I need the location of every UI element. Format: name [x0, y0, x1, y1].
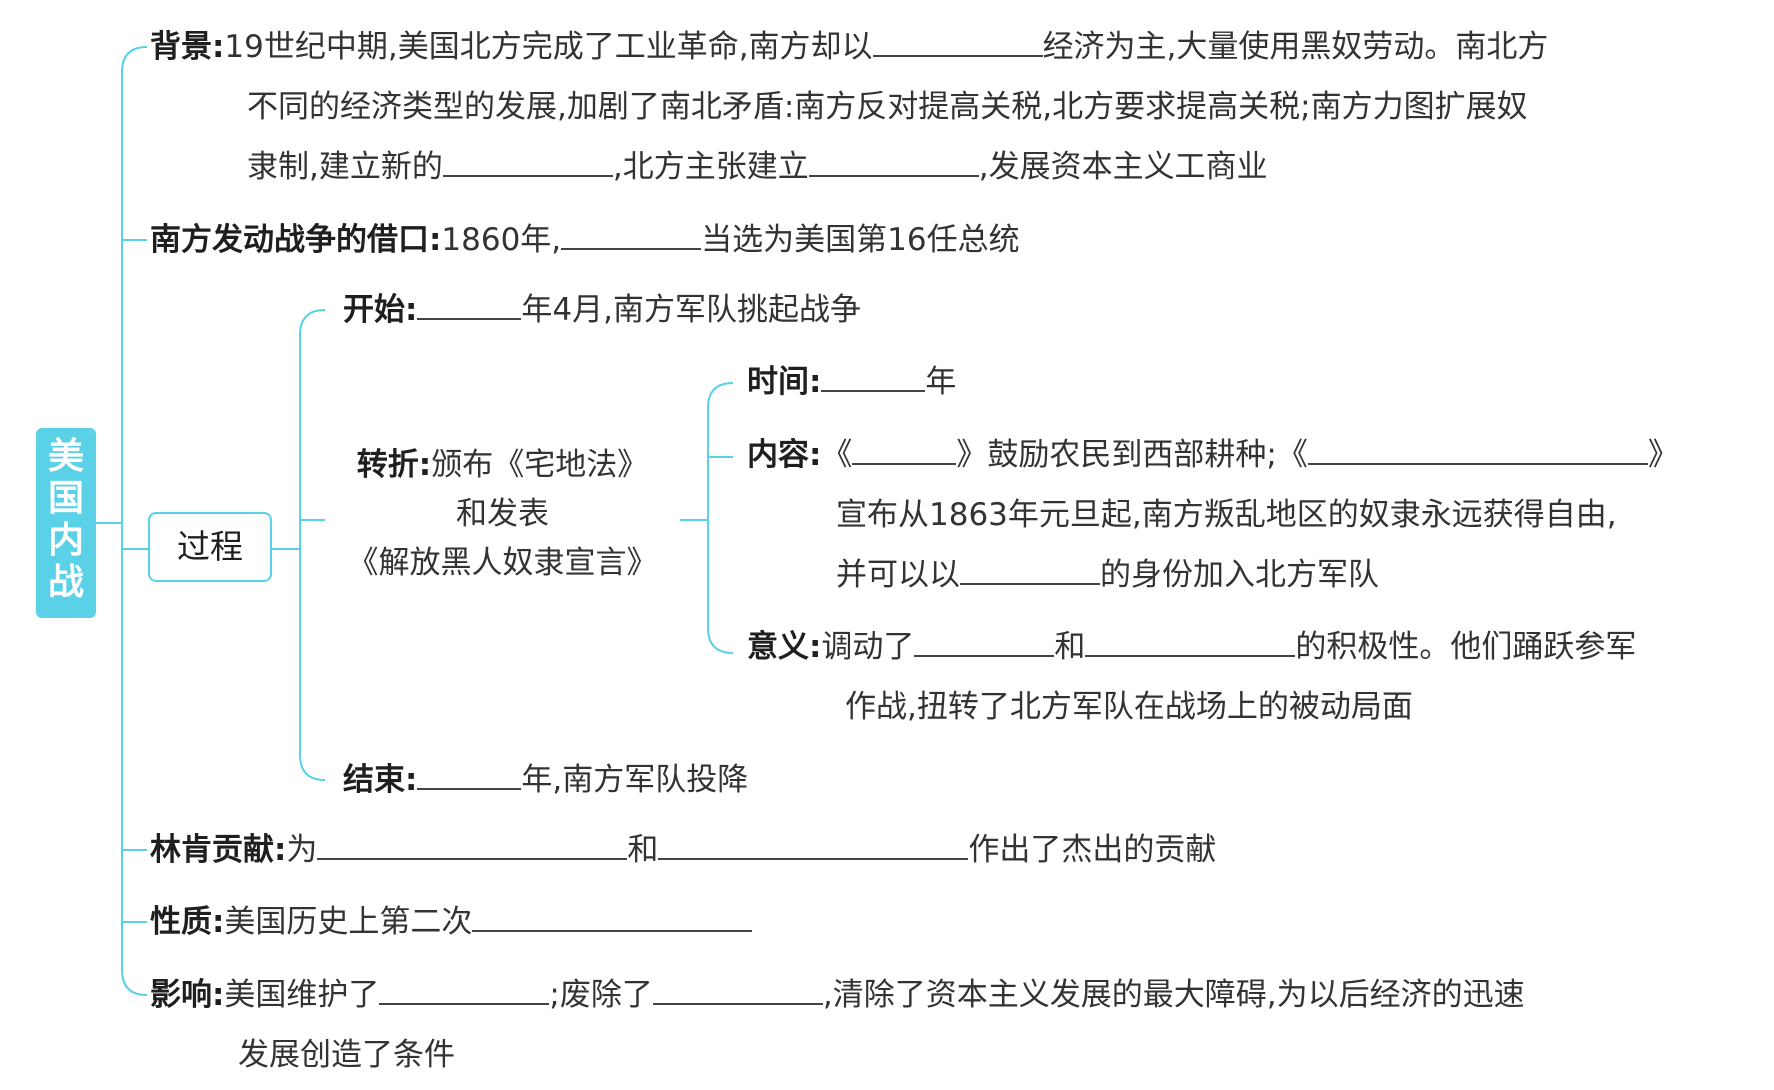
root-node: 美 国 内 战	[36, 428, 96, 618]
blank-proclamation-name	[1307, 437, 1648, 465]
process-node: 过程	[148, 512, 272, 582]
blank-economy	[872, 29, 1043, 57]
nature-line: 性质:美国历史上第二次	[150, 904, 753, 940]
turn-line-1: 转折:颁布《宅地法》	[356, 447, 649, 483]
background-line-3: 隶制,建立新的,北方主张建立,发展资本主义工商业	[247, 149, 1268, 185]
end-label: 结束:	[343, 762, 418, 798]
lincoln-label: 林肯贡献:	[150, 832, 287, 868]
end-line: 结束:年,南方军队投降	[343, 762, 749, 798]
turn-line-3: 《解放黑人奴隶宣言》	[347, 545, 658, 581]
impact-label: 影响:	[150, 977, 225, 1013]
blank-contribution-2	[658, 832, 969, 860]
lincoln-line: 林肯贡献:为和作出了杰出的贡献	[150, 832, 1217, 868]
blank-north-states	[808, 149, 979, 177]
start-label: 开始:	[343, 292, 418, 328]
blank-end-year	[417, 762, 522, 790]
blank-group-1	[914, 629, 1055, 657]
root-title: 美 国 内 战	[47, 436, 84, 603]
impact-line-1: 影响:美国维护了;废除了,清除了资本主义发展的最大障碍,为以后经济的迅速	[150, 977, 1525, 1013]
blank-president	[561, 222, 702, 250]
meaning-line-2: 作战,扭转了北方军队在战场上的被动局面	[845, 689, 1413, 725]
nature-label: 性质:	[150, 904, 225, 940]
background-label: 背景:	[150, 29, 225, 65]
background-line-1: 背景:19世纪中期,美国北方完成了工业革命,南方却以经济为主,大量使用黑奴劳动。…	[150, 29, 1549, 65]
blank-group-2	[1085, 629, 1296, 657]
content-line-3: 并可以以的身份加入北方军队	[836, 557, 1379, 593]
turn-line-2: 和发表	[456, 496, 549, 532]
content-line-2: 宣布从1863年元旦起,南方叛乱地区的奴隶永远获得自由,	[836, 497, 1617, 533]
background-line-2: 不同的经济类型的发展,加剧了南北矛盾:南方反对提高关税,北方要求提高关税;南方力…	[247, 89, 1528, 125]
turn-label: 转折:	[356, 447, 432, 483]
content-label: 内容:	[747, 437, 822, 473]
blank-new-states	[442, 149, 613, 177]
meaning-label: 意义:	[747, 629, 822, 665]
blank-identity	[960, 557, 1100, 585]
blank-start-year	[417, 292, 522, 320]
content-line-1: 内容:《》鼓励农民到西部耕种;《》	[747, 437, 1679, 473]
meaning-line-1: 意义:调动了和的积极性。他们踊跃参军	[747, 629, 1637, 665]
pretext-label: 南方发动战争的借口:	[150, 222, 442, 258]
start-line: 开始:年4月,南方军队挑起战争	[343, 292, 861, 328]
blank-contribution-1	[317, 832, 628, 860]
blank-nature	[472, 904, 753, 932]
blank-act-name	[852, 437, 957, 465]
blank-abolished	[652, 977, 823, 1005]
blank-preserved	[379, 977, 550, 1005]
time-line: 时间:年	[747, 364, 957, 400]
blank-turn-year	[821, 364, 926, 392]
impact-line-2: 发展创造了条件	[238, 1037, 455, 1073]
time-label: 时间:	[747, 364, 822, 400]
pretext-line: 南方发动战争的借口:1860年,当选为美国第16任总统	[150, 222, 1020, 258]
